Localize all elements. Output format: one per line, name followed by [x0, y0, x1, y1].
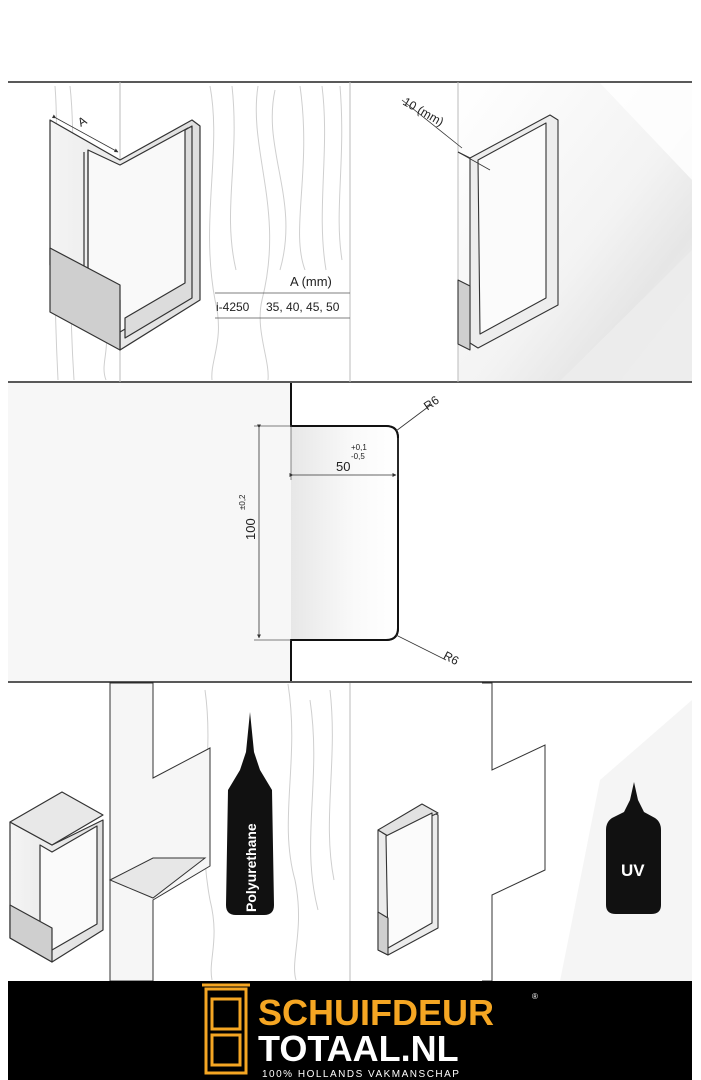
brand-line2: TOTAAL.NL	[258, 1028, 459, 1069]
brand-tagline: 100% HOLLANDS VAKMANSCHAP	[262, 1069, 460, 1080]
radius-bottom: R6	[441, 648, 461, 668]
height-value: 100	[243, 518, 258, 540]
door-frame-icon	[202, 983, 250, 1075]
polyurethane-label: Polyurethane	[243, 823, 259, 912]
width-tol-minus: -0,5	[351, 452, 365, 461]
uv-bottle-icon: UV	[606, 782, 661, 914]
panel-cutout-template: 100 ±0,2 50 +0,1 -0,5 R6 R6	[8, 383, 461, 681]
panel-wood-glue: Polyurethane	[9, 682, 351, 981]
width-tol-plus: +0,1	[351, 443, 367, 452]
dim-label-a: A	[75, 113, 89, 129]
height-tolerance: ±0,2	[238, 494, 247, 510]
flush-handle-glass	[457, 114, 559, 351]
panel-glass-glue: UV	[377, 682, 692, 981]
brand-registered: ®	[532, 992, 538, 1001]
size-table: A (mm) i-4250 35, 40, 45, 50	[215, 274, 350, 319]
table-header: A (mm)	[290, 274, 332, 289]
brand-logo: SCHUIFDEUR ® TOTAAL.NL 100% HOLLANDS VAK…	[202, 983, 538, 1080]
panel-glass-install: 10 (mm)	[401, 82, 692, 382]
width-value: 50	[336, 459, 350, 474]
handle-exploded-glass	[377, 803, 439, 956]
polyurethane-bottle-icon: Polyurethane	[226, 712, 274, 915]
uv-label: UV	[621, 861, 645, 880]
handle-exploded-wood	[9, 791, 104, 963]
installation-diagram: A A (mm) i-4250 35, 40, 45, 50 10 (mm)	[8, 81, 692, 981]
brand-line1: SCHUIFDEUR	[258, 992, 494, 1033]
table-values: 35, 40, 45, 50	[266, 300, 340, 314]
panel-wood-install: A A (mm) i-4250 35, 40, 45, 50	[49, 82, 351, 382]
table-model: i-4250	[216, 300, 250, 314]
brand-footer: SCHUIFDEUR ® TOTAAL.NL 100% HOLLANDS VAK…	[8, 981, 692, 1080]
dim-label-10mm: 10 (mm)	[401, 94, 447, 128]
flush-handle-wood	[49, 119, 201, 351]
